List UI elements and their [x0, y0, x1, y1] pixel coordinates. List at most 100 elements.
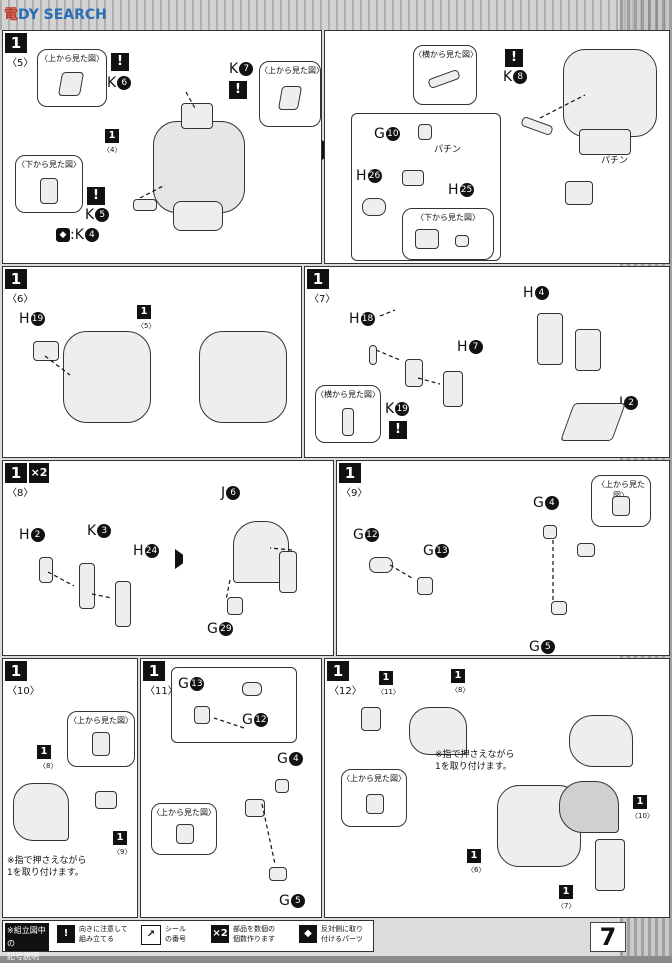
panel-step-10: 1 〈10〉 〈上から見た図〉 1 〈8〉 1 〈9〉 ※指で押さえながら 1を…: [2, 658, 138, 918]
step-sub: 〈5〉: [7, 58, 34, 69]
torso-assembly: [199, 331, 287, 423]
page-number: 7: [590, 922, 626, 952]
part-mid: [577, 543, 595, 557]
torso-base: [173, 201, 223, 231]
head-base: [579, 129, 631, 155]
part-ref-icon: 1: [467, 849, 481, 863]
view-bubble: 〈上から見た図〉: [151, 803, 217, 855]
part-g13b: [194, 706, 210, 724]
step-sub: 〈11〉: [145, 686, 178, 697]
part-ref-text: 〈5〉: [137, 322, 156, 330]
part-ref-text: 〈4〉: [103, 146, 122, 154]
step-number: 1: [5, 269, 27, 289]
part-shoulder-r: [569, 715, 633, 767]
snap-label: パチン: [601, 156, 629, 166]
part-shape: [612, 496, 630, 516]
part-g5: [269, 867, 287, 881]
part-shape: [40, 178, 58, 204]
step-number: 1: [307, 269, 329, 289]
step-sub: 〈12〉: [329, 686, 362, 697]
warning-icon: !: [505, 49, 523, 67]
part-h26: [402, 170, 424, 186]
part-shape: [342, 408, 354, 436]
multiplier-icon: ×2: [211, 925, 229, 943]
part-ref-text: 〈11〉: [377, 688, 400, 696]
snap-label: パチン: [434, 145, 462, 155]
part-ref-icon: 1: [559, 885, 573, 899]
part-ref-text: 〈8〉: [451, 686, 470, 694]
part-h: [405, 359, 423, 387]
part-arm: [95, 791, 117, 809]
part-h7: [443, 371, 463, 407]
step-number: 1: [5, 463, 27, 483]
step-number: 1: [5, 661, 27, 681]
legend-item: 反対側に取り 付けるパーツ: [321, 925, 363, 943]
part-assembled: [245, 799, 265, 817]
part-ref-text: 〈6〉: [467, 866, 486, 874]
step-number: 1: [339, 463, 361, 483]
part-k5: [133, 199, 157, 211]
part-shoulder: [13, 783, 69, 841]
step-sub: 〈9〉: [341, 488, 368, 499]
step-sub: 〈10〉: [7, 686, 40, 697]
part-ref-icon: 1: [113, 831, 127, 845]
view-bubble: 〈下から見た図〉: [402, 208, 494, 260]
part-ref-icon: 1: [105, 129, 119, 143]
part-shape: [176, 824, 194, 844]
part-g13: [417, 577, 433, 595]
part-g29: [227, 597, 243, 615]
part-ref-text: 〈10〉: [631, 812, 654, 820]
torso-assembly: [63, 331, 151, 423]
step-sub: 〈6〉: [7, 294, 34, 305]
watermark-logo: 電DY SEARCH: [4, 7, 107, 23]
torso-top: [181, 103, 213, 129]
part-g4: [543, 525, 557, 539]
part-shoulder: [409, 707, 467, 755]
panel-step-9: 1 〈9〉 G12 G13 G4 G5 〈上から見た図〉: [336, 460, 670, 656]
part-h19: [33, 341, 59, 361]
part-g5: [551, 601, 567, 615]
step-number: 1: [5, 33, 27, 53]
step-number: 1: [143, 661, 165, 681]
part-sub: [565, 181, 593, 205]
part-g4: [275, 779, 289, 793]
part-shape: [415, 229, 439, 249]
part-g10: [418, 124, 432, 140]
part-arm: [361, 707, 381, 731]
view-bubble: 〈上から見た図〉: [341, 769, 407, 827]
view-bubble: 〈上から見た図〉: [37, 49, 107, 107]
view-bubble: 〈上から見た図〉: [591, 475, 651, 527]
part-ref-text: 〈8〉: [39, 762, 58, 770]
part-ref-icon: 1: [137, 305, 151, 319]
part-h24: [115, 581, 131, 627]
panel-step-7: 1 〈7〉 H18 H7 〈横から見た図〉 K19 ! H4 J2: [304, 266, 670, 458]
part-k3: [79, 563, 95, 609]
part-shape: [366, 794, 384, 814]
background-texture-top: [0, 0, 672, 30]
